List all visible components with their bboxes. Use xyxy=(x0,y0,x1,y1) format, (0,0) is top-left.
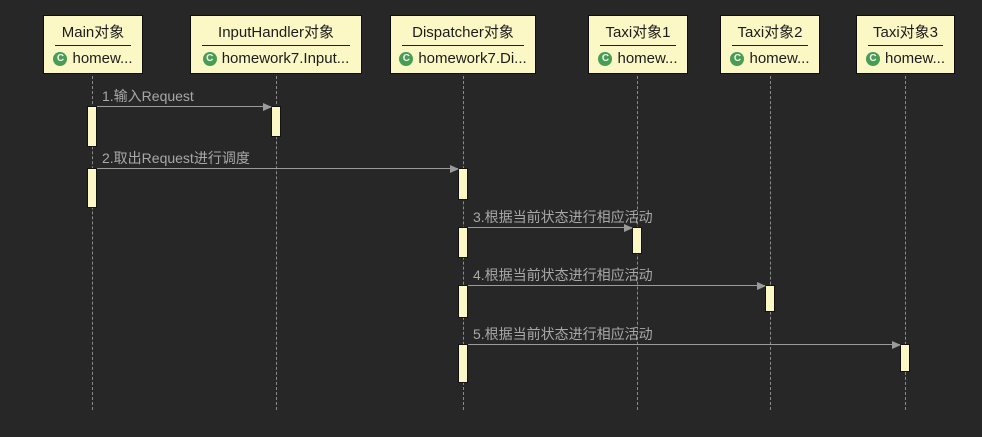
activation-bar-taxi3 xyxy=(900,344,910,372)
message-arrow-line xyxy=(468,282,766,290)
activation-bar-main-1 xyxy=(87,106,97,147)
activation-bar-main-2 xyxy=(87,168,97,208)
message-arrow-line xyxy=(97,103,272,111)
participant-class-ref: homework7.Di... xyxy=(418,50,527,67)
class-icon: C xyxy=(865,51,880,66)
lifeline-taxi3 xyxy=(905,71,906,410)
participant-class-ref: homew... xyxy=(72,50,133,67)
message-label: 2.取出Request进行调度 xyxy=(102,150,250,166)
activation-bar-dispatcher-3 xyxy=(458,285,468,318)
activation-bar-taxi2 xyxy=(765,285,775,312)
lifeline-taxi2 xyxy=(770,71,771,410)
message-arrow-line xyxy=(468,341,901,349)
participant-name: Taxi对象2 xyxy=(732,16,808,46)
participant-class-ref: homew... xyxy=(617,50,678,67)
activation-bar-dispatcher-4 xyxy=(458,344,468,383)
participant-name: Dispatcher对象 xyxy=(402,16,524,46)
activation-bar-dispatcher-1 xyxy=(458,168,468,200)
class-icon: C xyxy=(202,51,217,66)
participant-name: Main对象 xyxy=(55,16,131,46)
message-label: 3.根据当前状态进行相应活动 xyxy=(473,209,653,225)
activation-bar-dispatcher-2 xyxy=(458,227,468,258)
arrowhead-icon xyxy=(450,165,459,173)
arrowhead-icon xyxy=(892,341,901,349)
participant-inputhandler[interactable]: InputHandler对象 C homework7.Input... xyxy=(190,15,362,74)
message-arrow-line xyxy=(468,224,633,232)
participant-main[interactable]: Main对象 C homew... xyxy=(43,15,143,74)
class-icon: C xyxy=(598,51,613,66)
arrowhead-icon xyxy=(757,282,766,290)
activation-bar-taxi1 xyxy=(632,227,642,254)
participant-taxi2[interactable]: Taxi对象2 C homew... xyxy=(720,15,820,74)
participant-name: Taxi对象3 xyxy=(868,16,943,46)
arrowhead-icon xyxy=(624,224,633,232)
message-arrow-line xyxy=(97,165,459,173)
message-label: 1.输入Request xyxy=(102,88,194,104)
class-icon: C xyxy=(399,51,414,66)
message-label: 5.根据当前状态进行相应活动 xyxy=(473,326,653,342)
class-icon: C xyxy=(730,51,745,66)
activation-bar-inputhandler xyxy=(271,106,281,137)
participant-name: Taxi对象1 xyxy=(600,16,676,46)
participant-class-ref: homew... xyxy=(884,50,946,67)
lifeline-main xyxy=(92,71,93,410)
participant-taxi1[interactable]: Taxi对象1 C homew... xyxy=(588,15,688,74)
participant-taxi3[interactable]: Taxi对象3 C homew... xyxy=(856,15,955,74)
lifeline-inputhandler xyxy=(276,71,277,410)
participant-class-ref: homework7.Input... xyxy=(221,50,350,67)
participant-class-ref: homew... xyxy=(749,50,810,67)
participant-name: InputHandler对象 xyxy=(202,16,350,46)
class-icon: C xyxy=(53,51,68,66)
participant-dispatcher[interactable]: Dispatcher对象 C homework7.Di... xyxy=(390,15,536,74)
arrowhead-icon xyxy=(263,103,272,111)
message-label: 4.根据当前状态进行相应活动 xyxy=(473,267,653,283)
